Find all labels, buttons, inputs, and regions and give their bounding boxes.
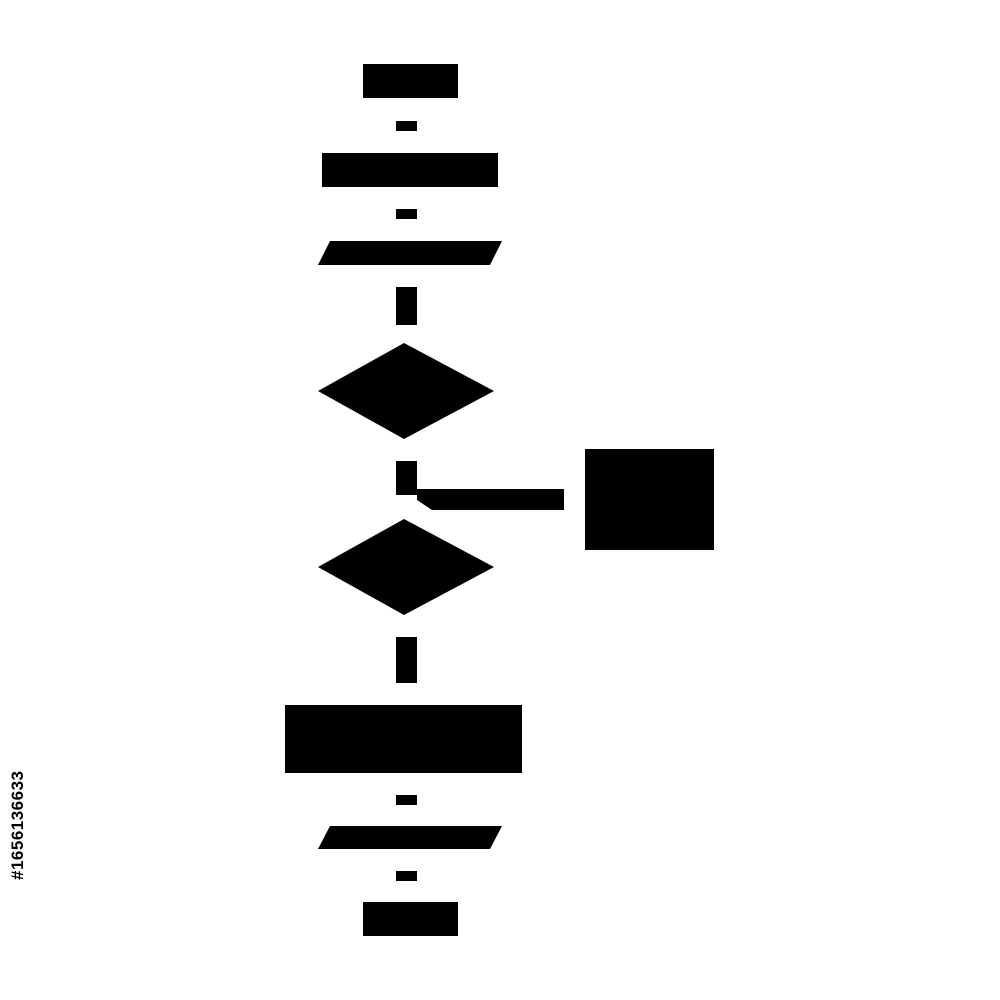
start-terminator-shape <box>363 64 458 98</box>
connector-dash <box>396 871 417 881</box>
end-terminator-shape <box>363 902 458 936</box>
side-process-shape <box>585 449 714 550</box>
process-shape <box>285 705 522 773</box>
connector-line <box>396 287 417 325</box>
decision-diamond-shape <box>318 343 494 439</box>
decision-diamond-shape <box>318 519 494 615</box>
connector-dash <box>396 121 417 131</box>
connector-dash <box>396 795 417 805</box>
connector-line <box>396 637 417 683</box>
connector-dash <box>396 209 417 219</box>
process-shape <box>322 153 498 187</box>
connector-line <box>396 461 417 495</box>
input-output-shape <box>318 241 502 265</box>
stock-id-watermark: #165613663​3 <box>8 770 27 880</box>
branch-connector-line <box>417 489 564 510</box>
input-output-shape <box>318 826 502 849</box>
